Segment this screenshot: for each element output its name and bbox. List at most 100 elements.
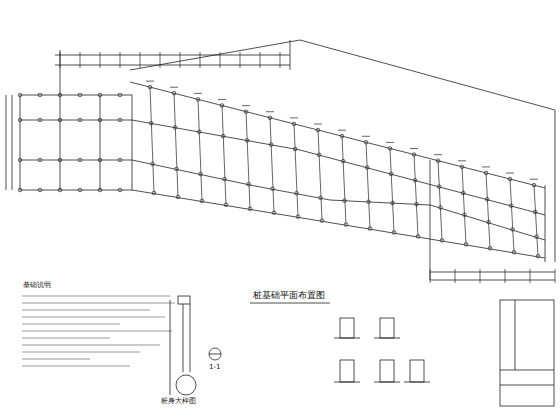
pile-mark xyxy=(439,206,443,210)
grid-line xyxy=(530,269,531,283)
pile-mark xyxy=(78,93,82,97)
pile-mark xyxy=(118,188,122,192)
pile-mark xyxy=(244,110,248,114)
pile-mark xyxy=(344,223,348,227)
grid-line xyxy=(198,99,202,200)
grid-line xyxy=(270,118,274,213)
pile-mark xyxy=(176,195,180,199)
pile-mark xyxy=(343,199,347,203)
pile-mark xyxy=(487,220,491,224)
pile-mark xyxy=(532,183,536,187)
pile-mark xyxy=(392,231,396,235)
grid-and-piles xyxy=(18,52,555,283)
grid-line xyxy=(390,148,394,232)
pile-mark xyxy=(221,134,225,138)
pile-mark xyxy=(440,239,444,243)
pile-mark xyxy=(461,191,465,195)
pile-mark xyxy=(536,254,540,258)
grid-line xyxy=(290,117,298,118)
grid-line xyxy=(342,136,346,224)
grid-line xyxy=(510,179,514,252)
pile-mark xyxy=(317,153,321,157)
grid-line xyxy=(530,179,538,180)
pile-mark xyxy=(38,188,42,192)
grid-line xyxy=(180,52,181,68)
pile-mark xyxy=(78,118,82,122)
grid-line xyxy=(434,154,442,155)
pile-mark xyxy=(98,188,102,192)
pile-mark xyxy=(149,121,153,125)
grid-line xyxy=(170,87,178,88)
pile-mark xyxy=(388,147,392,151)
pile-mark xyxy=(463,213,467,217)
pile-mark xyxy=(485,198,489,202)
pile-mark xyxy=(508,177,512,181)
grid-line xyxy=(194,93,202,94)
pile-mark xyxy=(511,228,515,232)
pile-mark xyxy=(118,93,122,97)
drawing-label: 基础说明 xyxy=(22,282,52,290)
pile-mark xyxy=(18,93,22,97)
pile-mark xyxy=(293,147,297,151)
grid-line xyxy=(480,269,481,283)
pile-mark xyxy=(38,93,42,97)
pile-mark xyxy=(413,178,417,182)
grid-line xyxy=(266,111,274,112)
grid-line xyxy=(366,142,370,228)
pile-mark xyxy=(415,202,419,206)
pile-mark xyxy=(38,158,42,162)
grid-line xyxy=(160,52,161,68)
pile-mark xyxy=(319,196,323,200)
pile-mark xyxy=(172,91,176,95)
pile-mark xyxy=(175,167,179,171)
title-block xyxy=(500,300,554,406)
grid-line xyxy=(294,124,298,217)
pile-mark xyxy=(460,165,464,169)
pile-mark xyxy=(151,162,155,166)
pile-mark xyxy=(268,116,272,120)
pile-mark xyxy=(316,128,320,132)
pile-mark xyxy=(269,143,273,147)
pile-mark xyxy=(224,203,228,207)
pile-mark xyxy=(199,172,203,176)
pile-mark xyxy=(247,182,251,186)
pile-mark xyxy=(296,215,300,219)
pile-mark xyxy=(58,93,62,97)
pile-mark xyxy=(367,200,371,204)
pile-mark xyxy=(197,130,201,134)
pile-mark xyxy=(365,166,369,170)
pile-mark xyxy=(58,158,62,162)
pile-mark xyxy=(320,219,324,223)
pile-mark xyxy=(292,122,296,126)
grid-line xyxy=(60,52,61,68)
pile-mark xyxy=(58,188,62,192)
pile-mark xyxy=(391,201,395,205)
pile-mark xyxy=(271,187,275,191)
pile-mark xyxy=(437,185,441,189)
pile-mark xyxy=(38,118,42,122)
drawing-label: 1-1 xyxy=(208,364,221,372)
pile-mark xyxy=(196,98,200,102)
pile-mark xyxy=(464,243,468,247)
grid-line xyxy=(362,136,370,137)
pile-mark xyxy=(78,188,82,192)
pile-mark xyxy=(248,207,252,211)
grid-line xyxy=(462,167,466,245)
grid-line xyxy=(506,173,514,174)
pile-mark xyxy=(368,227,372,231)
grid-line xyxy=(240,52,241,68)
grid-line xyxy=(222,105,226,204)
pile-mark xyxy=(509,204,513,208)
grid-line xyxy=(242,105,250,106)
grid-line xyxy=(455,269,456,283)
grid-line xyxy=(246,112,250,209)
grid-line xyxy=(438,161,442,241)
grid-line xyxy=(318,130,322,221)
pile-mark xyxy=(295,191,299,195)
pile-mark xyxy=(416,235,420,239)
grid-line xyxy=(414,155,418,237)
grid-line xyxy=(534,185,538,256)
grid-line xyxy=(220,52,221,68)
pile-mark xyxy=(364,140,368,144)
